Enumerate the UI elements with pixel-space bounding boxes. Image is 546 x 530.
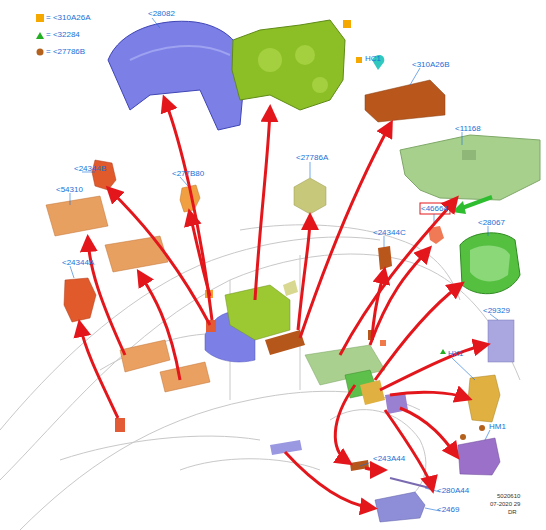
callout-number: HX1 — [448, 349, 464, 358]
legend-swatch — [36, 14, 44, 22]
callout-number: HM1 — [489, 422, 506, 431]
callout-number: <11168 — [455, 124, 481, 133]
callout-number: <28067 — [478, 218, 505, 227]
callout-number: <277B80 — [172, 169, 204, 178]
callout-number: <27786A — [296, 153, 328, 162]
callout-number: <29329 — [483, 306, 510, 315]
callout-number: <28082 — [148, 9, 175, 18]
callout-number: <243A44 — [373, 454, 405, 463]
callout-number: <24344C — [373, 228, 406, 237]
callout-number: <24344A — [62, 258, 94, 267]
callout-number: <24344B — [74, 164, 106, 173]
legend-swatch — [36, 31, 44, 39]
callout-number: HC1 — [365, 54, 381, 63]
callout-number: <280A44 — [437, 486, 469, 495]
callout-number: <310A26B — [412, 60, 450, 69]
legend-text: = <32284 — [46, 30, 80, 39]
legend-text: = <310A26A — [46, 13, 90, 22]
drawing-code: 5020610 — [497, 493, 520, 500]
callout-number: <46664 — [421, 204, 448, 213]
drawing-code: 07-2020 29 — [490, 501, 520, 508]
legend-swatch — [36, 48, 44, 56]
legend-text: = <27786B — [46, 47, 85, 56]
callout-number: <54310 — [56, 185, 83, 194]
drawing-code: DR — [508, 509, 517, 516]
callout-number: <2469 — [437, 505, 459, 514]
